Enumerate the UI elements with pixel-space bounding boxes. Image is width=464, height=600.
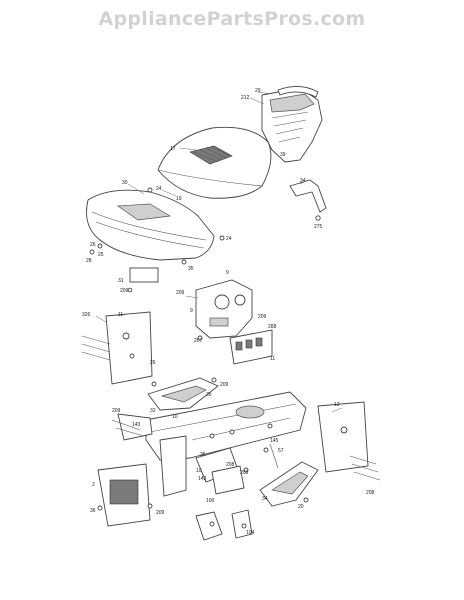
part-label: 100 (206, 498, 215, 504)
part-label: 24 (226, 236, 232, 242)
part-label: 209 (120, 288, 129, 294)
part-label: 10 (196, 468, 202, 474)
part-label: 36 (90, 508, 96, 514)
part-label: 288 (268, 324, 277, 330)
part-label: 11 (118, 312, 123, 318)
part-label: 9 (226, 270, 229, 276)
part-label: 209 (220, 382, 229, 388)
dash-panel-part[interactable] (195, 279, 253, 341)
part-label: 30 (122, 180, 128, 186)
part-label: 104 (246, 530, 255, 536)
part-label: 143 (198, 476, 207, 482)
part-label: 207 (194, 338, 203, 344)
part-label: 33 (150, 408, 156, 414)
part-label: 209 (112, 408, 121, 414)
part-label: 208 (366, 490, 375, 496)
part-label: 39 (280, 152, 286, 158)
part-label: 31 (118, 278, 124, 284)
hood-part[interactable] (157, 126, 272, 199)
right-footrest-part[interactable] (259, 461, 319, 507)
hood-bracket-part[interactable] (289, 179, 327, 221)
front-bracket-part[interactable] (111, 413, 153, 441)
part-label: 208 (226, 462, 235, 468)
leader-lines (95, 91, 343, 413)
part-label: 208 (240, 470, 249, 476)
part-label: 34 (300, 178, 306, 184)
part-label: 143 (132, 422, 141, 428)
part-label: 35 (200, 452, 206, 458)
part-label: 28 (86, 258, 92, 264)
part-label: 9 (190, 308, 193, 314)
fender-part[interactable] (86, 189, 215, 261)
front-cover-part[interactable] (97, 463, 153, 527)
part-label: 209 (258, 314, 267, 320)
part-label: 34 (262, 496, 268, 502)
part-label: 212 (241, 95, 250, 101)
part-label: 275 (314, 224, 323, 230)
part-label: 35 (206, 392, 212, 398)
part-label: 19 (176, 196, 182, 202)
fender-hardware (89, 187, 225, 293)
part-label: 17 (170, 146, 176, 152)
part-label: 26 (90, 242, 96, 248)
switch-housing-part[interactable] (229, 329, 273, 365)
part-label: 2 (92, 482, 95, 488)
watermark: AppliancePartsPros.com (98, 8, 366, 30)
part-label: 209 (176, 290, 185, 296)
part-label: 20 (298, 504, 304, 510)
left-side-panel-part[interactable] (81, 311, 153, 385)
part-label: 24 (156, 186, 162, 192)
part-label: 25 (98, 252, 104, 258)
part-label: 35 (188, 266, 194, 272)
part-label: 57 (278, 448, 284, 454)
part-label: 209 (156, 510, 165, 516)
main-frame-part[interactable] (145, 391, 307, 497)
center-assembly-part[interactable] (195, 443, 279, 495)
hitch-bracket-part[interactable] (195, 509, 253, 541)
part-label: 13 (334, 402, 340, 408)
footrest-part[interactable] (147, 377, 219, 411)
part-label: 10 (172, 414, 178, 420)
part-label: 26 (150, 360, 156, 366)
part-label: 29 (255, 88, 261, 94)
part-labels: 29 212 17 39 30 24 19 34 275 26 28 24 25… (82, 88, 375, 536)
part-label: 326 (82, 312, 91, 318)
grille-part[interactable] (261, 86, 323, 163)
right-side-panel-part[interactable] (317, 401, 381, 481)
part-label: 145 (270, 438, 279, 444)
part-label: 11 (270, 356, 275, 362)
